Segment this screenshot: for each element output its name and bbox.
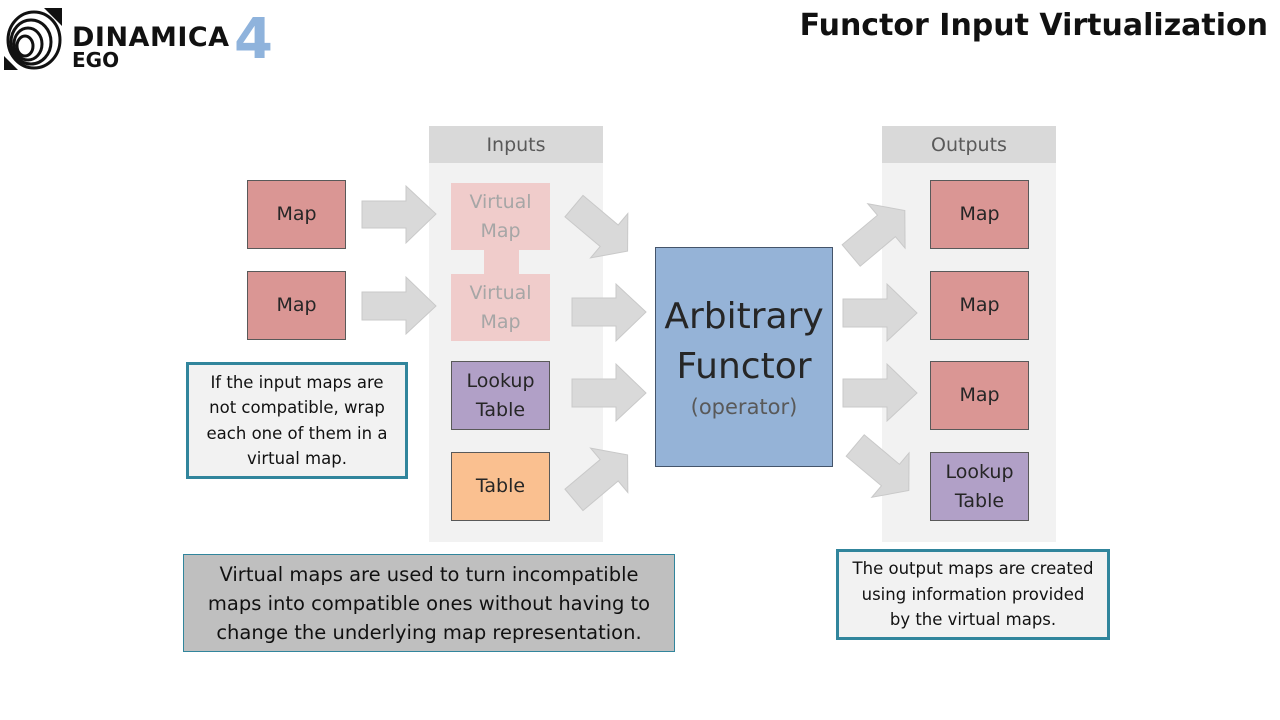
virtual-map-1-line1: Virtual xyxy=(469,190,532,213)
input-lookup-table: Lookup Table xyxy=(451,361,550,430)
logo-wordmark: DINAMICA xyxy=(72,22,230,53)
input-lookup-table-line1: Lookup xyxy=(466,369,535,392)
output-note-line: by the virtual maps. xyxy=(889,610,1057,630)
wrap-note-line: virtual map. xyxy=(247,449,347,468)
page-title: Functor Input Virtualization xyxy=(799,8,1268,43)
wrap-note-line: not compatible, wrap xyxy=(209,398,385,417)
functor-title-line1: Arbitrary xyxy=(664,296,824,337)
arbitrary-functor: Arbitrary Functor (operator) xyxy=(655,247,833,467)
output-lookup-table: Lookup Table xyxy=(930,452,1029,521)
wrap-note-line: If the input maps are xyxy=(210,372,384,392)
outputs-heading: Outputs xyxy=(882,126,1056,163)
arrow-functor-to-lookup xyxy=(845,434,910,499)
source-map-2: Map xyxy=(247,271,346,340)
virtual-maps-note-line: change the underlying map representation… xyxy=(216,620,642,644)
arrow-table-to-functor xyxy=(564,447,629,512)
virtual-map-1-line2: Map xyxy=(480,219,521,242)
arrow-lookup-to-functor xyxy=(571,362,647,423)
output-lookup-table-line2: Table xyxy=(954,489,1005,512)
output-note-line: using information provided xyxy=(861,584,1085,604)
output-map-3: Map xyxy=(930,361,1029,430)
virtual-maps-note-line: Virtual maps are used to turn incompatib… xyxy=(219,562,639,586)
input-table: Table xyxy=(451,452,550,521)
output-map-1: Map xyxy=(930,180,1029,249)
arrow-functor-to-map-2 xyxy=(842,282,918,343)
arrow-virtual-to-functor-1 xyxy=(564,194,629,259)
virtual-maps-note: Virtual maps are used to turn incompatib… xyxy=(183,554,675,652)
wrap-note: If the input maps are not compatible, wr… xyxy=(186,362,408,479)
arrow-virtual-to-functor-2 xyxy=(571,282,647,343)
functor-title-line2: Functor xyxy=(676,346,812,387)
virtual-map-2-line1: Virtual xyxy=(469,281,532,304)
logo-version-number: 4 xyxy=(234,7,273,72)
arrow-functor-to-map-1 xyxy=(841,202,906,267)
arrow-map-to-virtual-2 xyxy=(361,275,437,336)
logo-wordmark-sub: EGO xyxy=(72,48,120,72)
virtual-map-1: Virtual Map xyxy=(451,183,550,250)
virtual-maps-note-line: maps into compatible ones without having… xyxy=(207,591,651,615)
inputs-heading: Inputs xyxy=(429,126,603,163)
arrow-map-to-virtual-1 xyxy=(361,184,437,245)
source-map-1: Map xyxy=(247,180,346,249)
output-lookup-table-line1: Lookup xyxy=(945,460,1014,483)
wrap-note-line: each one of them in a xyxy=(206,423,388,443)
output-map-2: Map xyxy=(930,271,1029,340)
virtual-map-2-line2: Map xyxy=(480,310,521,333)
virtual-map-connector xyxy=(484,248,519,276)
output-note-line: The output maps are created xyxy=(852,559,1094,579)
input-lookup-table-line2: Table xyxy=(475,398,526,421)
virtual-map-2: Virtual Map xyxy=(451,274,550,341)
functor-subtitle: (operator) xyxy=(690,395,798,419)
output-note: The output maps are created using inform… xyxy=(836,549,1110,640)
arrow-functor-to-map-3 xyxy=(842,362,918,423)
dinamica-ego-logo xyxy=(4,6,62,70)
